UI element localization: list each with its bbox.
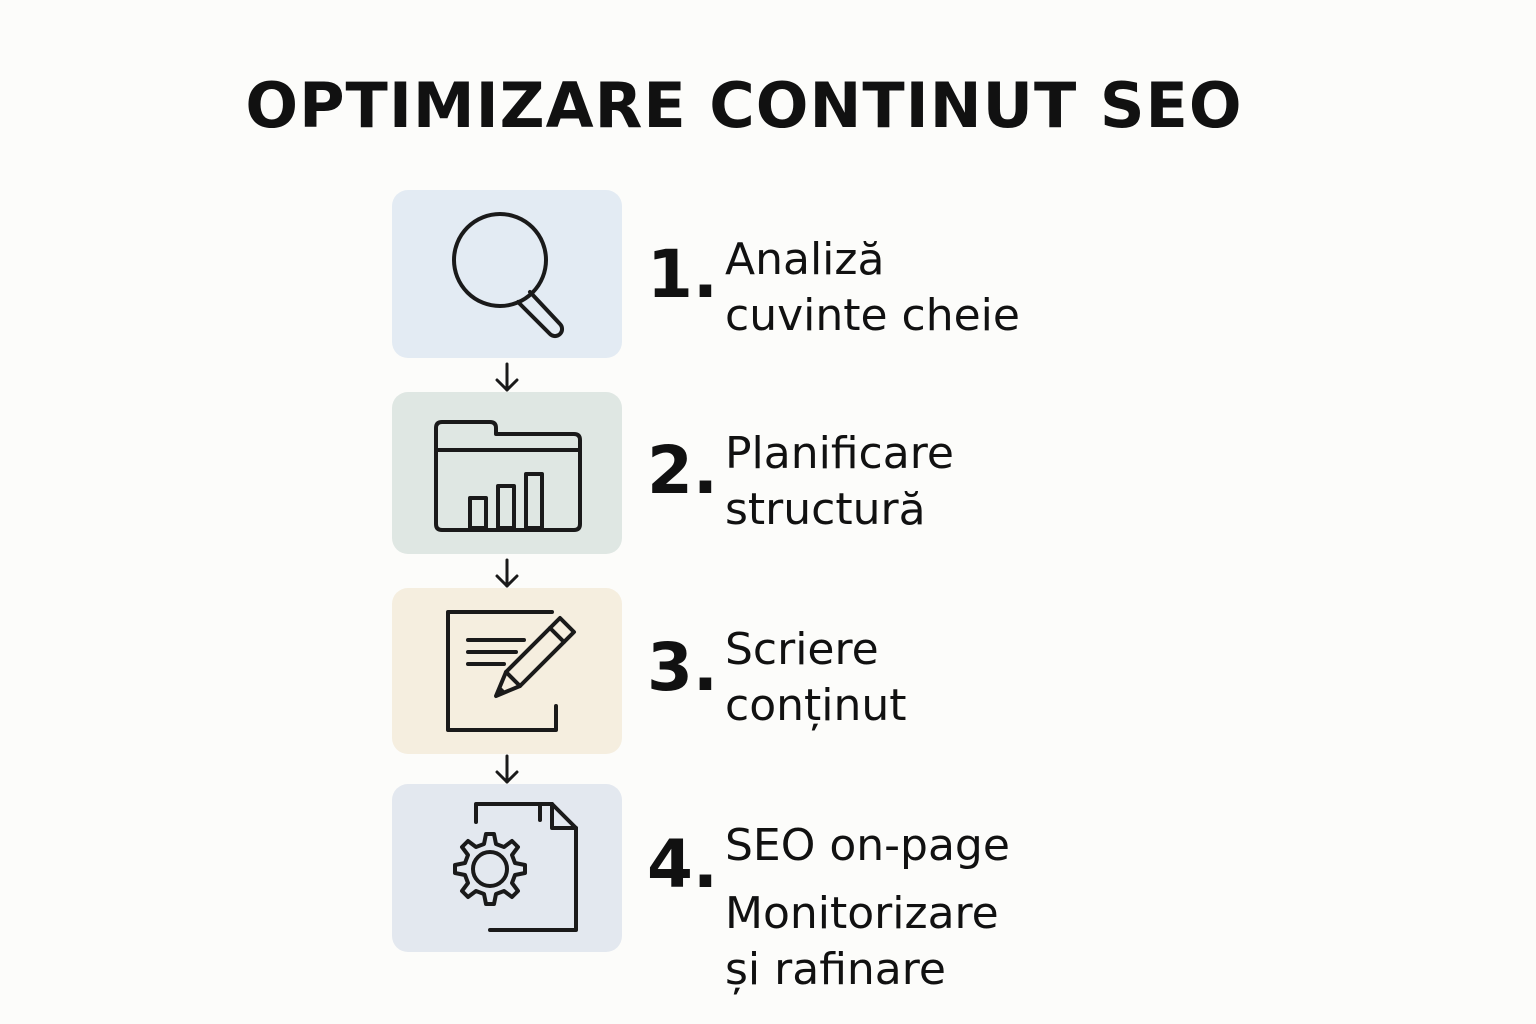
step-3-number: 3.: [647, 629, 718, 706]
step-3-label: Scriere conținut: [725, 624, 907, 731]
step-2-box: [392, 392, 622, 554]
magnifier-icon: [452, 212, 565, 339]
step-2-label: Planificare structură: [725, 428, 954, 535]
step-4-number: 4.: [647, 826, 718, 903]
page-title: OPTIMIZARE CONTINUT SEO: [245, 69, 1243, 142]
step-4-box: [392, 784, 622, 952]
step-4-label: SEO on-page Monitorizare și rafinare: [725, 820, 1010, 995]
step-1-number: 1.: [647, 236, 718, 313]
arrow-down-icon: [495, 558, 519, 588]
arrow-down-icon: [495, 362, 519, 392]
step-1-box: [392, 190, 622, 358]
step-1-label: Analiză cuvinte cheie: [725, 234, 1020, 341]
step-2-number: 2.: [647, 432, 718, 509]
gear-document-icon: [453, 802, 578, 932]
document-pencil-icon: [446, 610, 576, 732]
folder-chart-icon: [434, 420, 582, 532]
step-3-box: [392, 588, 622, 754]
arrow-down-icon: [495, 754, 519, 784]
